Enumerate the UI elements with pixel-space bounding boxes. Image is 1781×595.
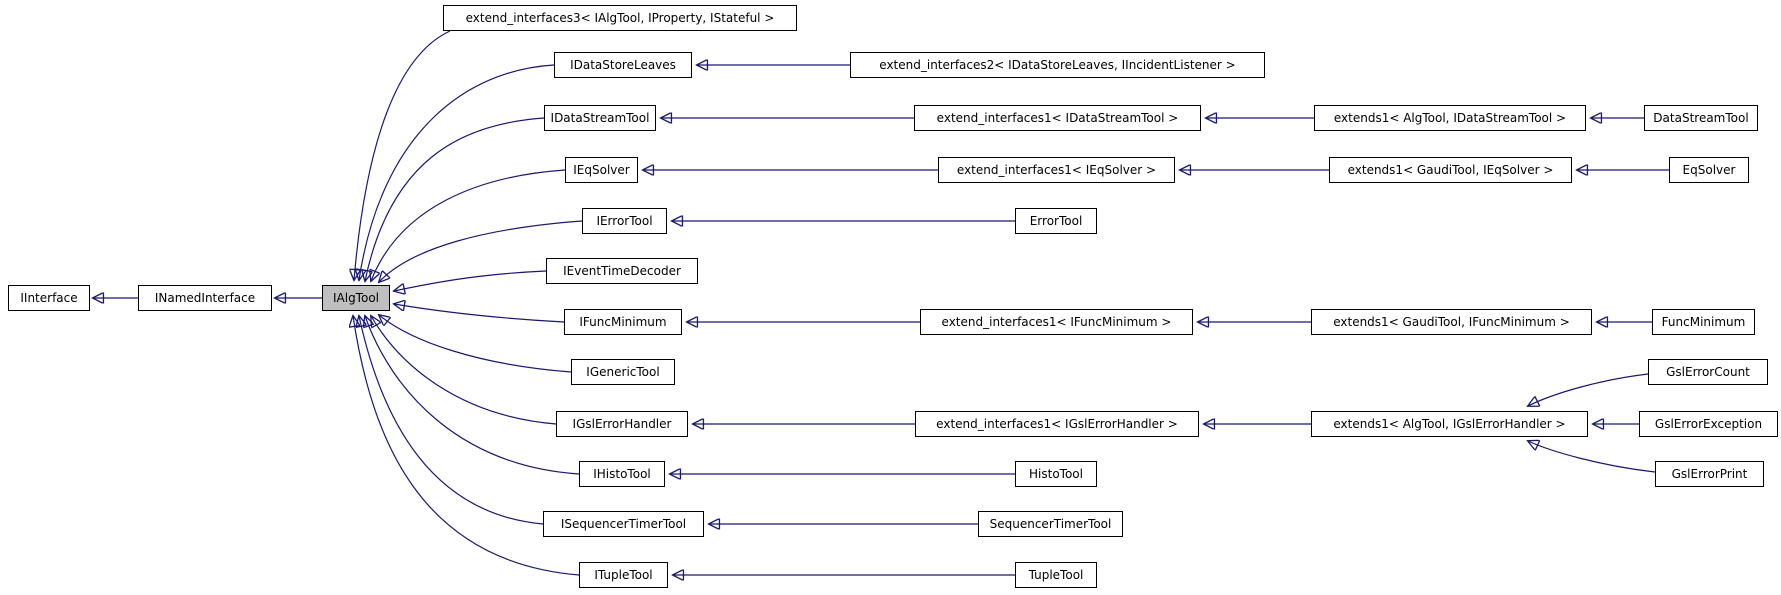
edge-ifuncminimum-to-ialgtool	[394, 304, 565, 323]
node-iinterface[interactable]: IInterface	[8, 285, 90, 311]
node-eqsolver[interactable]: EqSolver	[1669, 157, 1749, 183]
edge-gslerrorcount-to-extends1gsl	[1528, 373, 1649, 406]
node-ieqsolver[interactable]: IEqSolver	[565, 157, 638, 183]
node-isequencertimertool[interactable]: ISequencerTimerTool	[543, 511, 704, 537]
node-gslerrorexception[interactable]: GslErrorException	[1639, 411, 1778, 437]
node-extend-interfaces1-ifuncminimum[interactable]: extend_interfaces1< IFuncMinimum >	[920, 309, 1193, 335]
edge-gslerrorprint-to-extends1gsl	[1528, 441, 1656, 473]
node-funcminimum[interactable]: FuncMinimum	[1652, 309, 1755, 335]
node-inamedinterface[interactable]: INamedInterface	[138, 285, 272, 311]
edge-idatastoreleaves-to-ialgtool	[359, 64, 555, 280]
node-itupletool[interactable]: ITupleTool	[579, 562, 668, 588]
node-tupletool[interactable]: TupleTool	[1015, 562, 1097, 588]
edge-extend-interfaces3-to-ialgtool	[354, 30, 451, 280]
edge-igslerrorhandler-to-ialgtool	[371, 316, 557, 425]
node-extends1-gauditool-ifuncminimum[interactable]: extends1< GaudiTool, IFuncMinimum >	[1311, 309, 1592, 335]
node-extend-interfaces3[interactable]: extend_interfaces3< IAlgTool, IProperty,…	[443, 5, 797, 31]
node-idatastreamtool[interactable]: IDataStreamTool	[544, 105, 656, 131]
node-extends1-algtool-igslerrorhandler[interactable]: extends1< AlgTool, IGslErrorHandler >	[1311, 411, 1588, 437]
edge-ieqsolver-to-ialgtool	[371, 169, 566, 281]
edge-ierrortool-to-ialgtool	[379, 220, 583, 282]
edge-ieventtimedecoder-to-ialgtool	[394, 270, 547, 291]
node-igenerictool[interactable]: IGenericTool	[571, 359, 675, 385]
node-gslerrorcount[interactable]: GslErrorCount	[1648, 359, 1768, 385]
node-ifuncminimum[interactable]: IFuncMinimum	[564, 309, 682, 335]
node-igslerrorhandler[interactable]: IGslErrorHandler	[556, 411, 688, 437]
node-extend-interfaces1-idatastreamtool[interactable]: extend_interfaces1< IDataStreamTool >	[914, 105, 1201, 131]
node-gslerrorprint[interactable]: GslErrorPrint	[1655, 461, 1764, 487]
node-extends1-gauditool-ieqsolver[interactable]: extends1< GaudiTool, IEqSolver >	[1329, 157, 1572, 183]
node-sequencertimertool[interactable]: SequencerTimerTool	[978, 511, 1123, 537]
edge-itupletool-to-ialgtool	[353, 316, 580, 576]
node-extend-interfaces1-igslerrorhandler[interactable]: extend_interfaces1< IGslErrorHandler >	[915, 411, 1199, 437]
node-extend-interfaces1-ieqsolver[interactable]: extend_interfaces1< IEqSolver >	[938, 157, 1175, 183]
node-extends1-algtool-idatastreamtool[interactable]: extends1< AlgTool, IDataStreamTool >	[1314, 105, 1586, 131]
node-errortool[interactable]: ErrorTool	[1015, 208, 1097, 234]
node-ihistotool[interactable]: IHistoTool	[579, 461, 665, 487]
edge-idatastreamtool-to-ialgtool	[365, 117, 545, 281]
edge-igenerictool-to-ialgtool	[379, 315, 572, 373]
node-ialgtool[interactable]: IAlgTool	[322, 285, 390, 311]
node-extend-interfaces2[interactable]: extend_interfaces2< IDataStoreLeaves, II…	[850, 52, 1265, 78]
edge-ihistotool-to-ialgtool	[365, 316, 580, 475]
node-ierrortool[interactable]: IErrorTool	[582, 208, 667, 234]
node-datastreamtool[interactable]: DataStreamTool	[1644, 105, 1758, 131]
edge-isequencertimertool-to-ialgtool	[359, 316, 544, 525]
node-ieventtimedecoder[interactable]: IEventTimeDecoder	[546, 258, 698, 284]
node-idatastoreleaves[interactable]: IDataStoreLeaves	[554, 52, 692, 78]
node-histotool[interactable]: HistoTool	[1015, 461, 1097, 487]
